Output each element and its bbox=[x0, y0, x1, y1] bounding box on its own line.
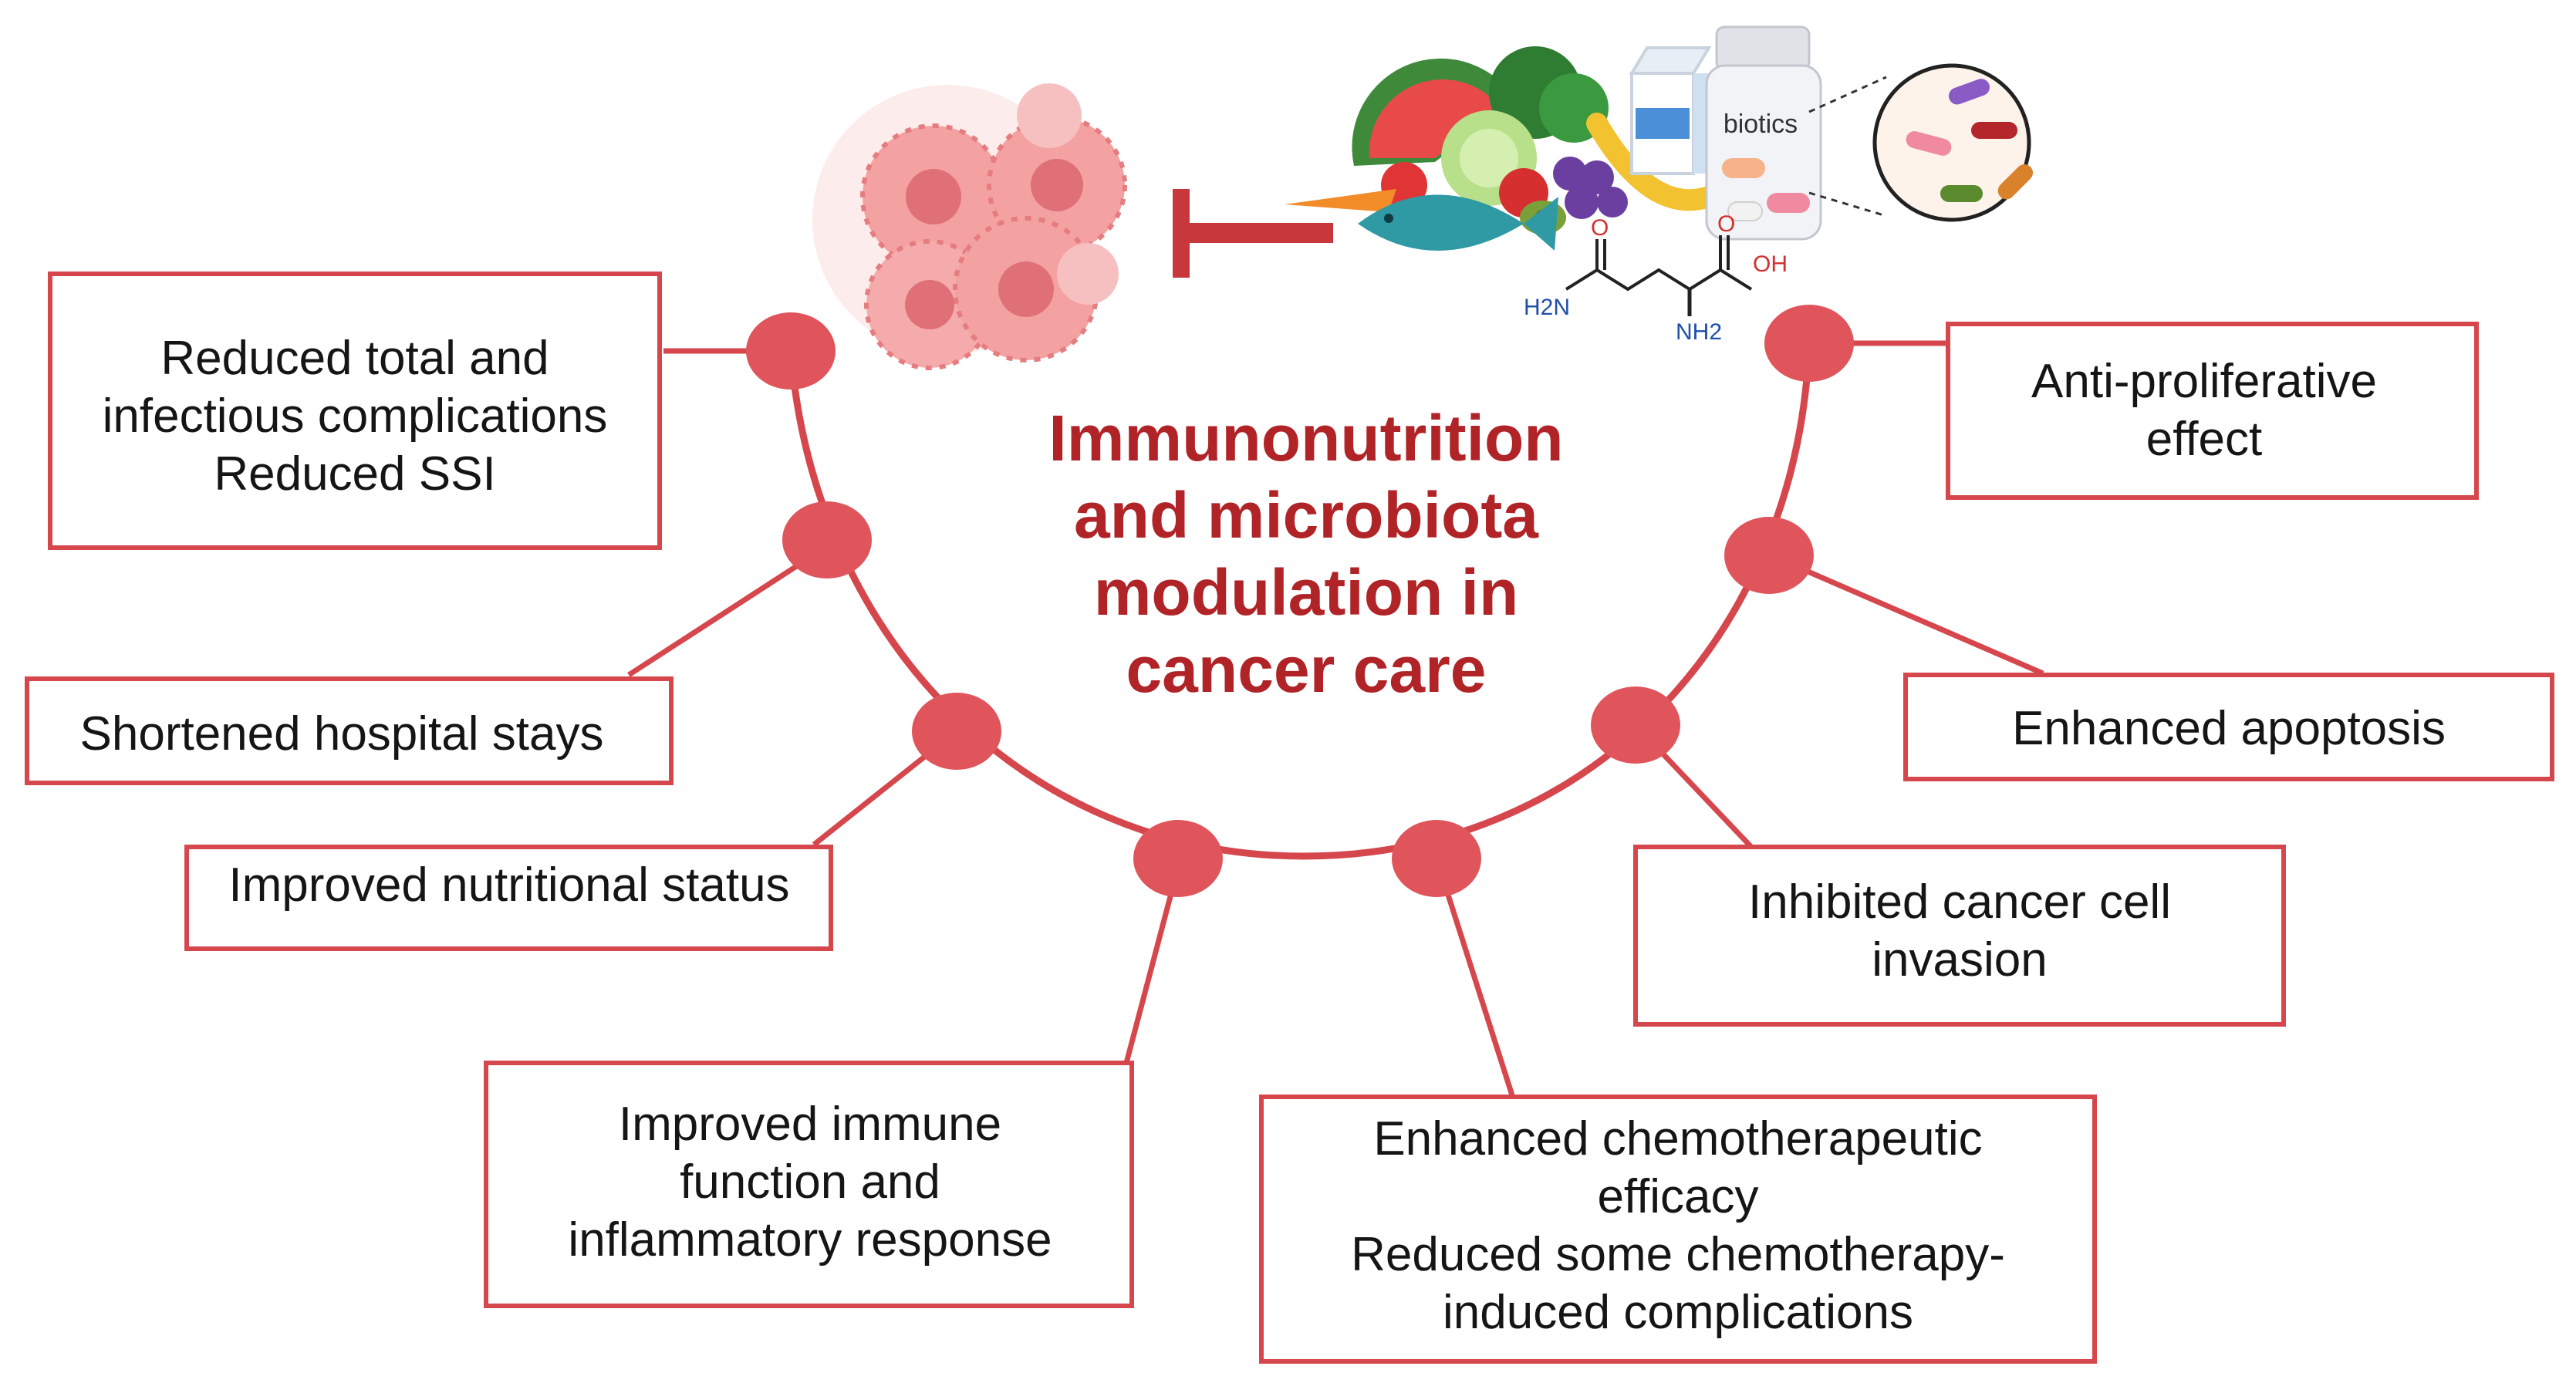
nutrition-line-1: Improved nutritional status bbox=[228, 858, 789, 912]
chemo-line-1: Enhanced chemotherapeutic bbox=[1373, 1112, 1982, 1165]
chemo-line-2: efficacy bbox=[1597, 1170, 1758, 1223]
food-icon bbox=[1285, 46, 1720, 251]
node-immune bbox=[1133, 820, 1223, 897]
complications-line-1: Reduced total and bbox=[160, 332, 549, 385]
node-nutrition bbox=[912, 693, 1001, 770]
immune-line-3: inflammatory response bbox=[568, 1213, 1052, 1267]
node-apoptosis bbox=[1724, 517, 1814, 594]
invasion-line-1: Inhibited cancer cell bbox=[1748, 875, 2171, 929]
complications-line-3: Reduced SSI bbox=[214, 447, 495, 501]
center-title: Immunonutrition and microbiota modulatio… bbox=[1048, 402, 1563, 706]
complications-line-2: infectious complications bbox=[103, 390, 608, 443]
antiprolif-line-2: effect bbox=[2146, 413, 2263, 466]
connector-apoptosis bbox=[1769, 552, 2044, 676]
probiotic-bottle-icon: biotics bbox=[1705, 25, 1822, 241]
hospital-line-1: Shortened hospital stays bbox=[80, 707, 604, 761]
central-arc bbox=[787, 342, 1813, 860]
chemo-line-3: Reduced some chemotherapy- bbox=[1351, 1228, 2005, 1281]
molecule-nh2: NH2 bbox=[1676, 319, 1722, 345]
arc-nodes bbox=[746, 305, 1854, 897]
molecule-oh: OH bbox=[1753, 251, 1788, 277]
molecule-o1: O bbox=[1591, 215, 1609, 241]
chemo-line-4: induced complications bbox=[1443, 1286, 1913, 1339]
node-antiprolif bbox=[1764, 305, 1854, 382]
connector-chemo bbox=[1433, 857, 1515, 1097]
arc-curve bbox=[787, 342, 1813, 860]
bacteria-magnifier-icon bbox=[1808, 63, 2034, 222]
molecule-h2n: H2N bbox=[1524, 295, 1570, 320]
node-invasion bbox=[1591, 686, 1680, 764]
box-nutrition: Improved nutritional status bbox=[184, 845, 833, 951]
invasion-line-2: invasion bbox=[1872, 933, 2047, 987]
node-hospital bbox=[782, 501, 872, 578]
bottle-label: biotics bbox=[1724, 110, 1798, 139]
box-immune: Improved immune function and inflammator… bbox=[484, 1061, 1134, 1308]
title-line-1: Immunonutrition bbox=[1048, 402, 1563, 474]
node-chemo bbox=[1392, 820, 1481, 897]
molecule-o2: O bbox=[1717, 211, 1735, 237]
glutamine-molecule-icon: O O OH H2N NH2 bbox=[1524, 211, 1788, 345]
box-apoptosis: Enhanced apoptosis bbox=[1903, 673, 2554, 781]
box-hospital: Shortened hospital stays bbox=[25, 676, 674, 785]
title-line-2: and microbiota bbox=[1074, 479, 1539, 552]
apoptosis-line-1: Enhanced apoptosis bbox=[2012, 702, 2446, 755]
immune-line-2: function and bbox=[680, 1155, 940, 1209]
inhibition-icon bbox=[1173, 189, 1333, 278]
box-antiprolif: Anti-proliferative effect bbox=[1946, 322, 2479, 500]
node-complications bbox=[746, 312, 836, 390]
title-line-4: cancer care bbox=[1126, 633, 1486, 706]
box-invasion: Inhibited cancer cell invasion bbox=[1633, 845, 2286, 1027]
box-complications: Reduced total and infectious complicatio… bbox=[48, 272, 662, 550]
cancer-cells-icon bbox=[812, 83, 1127, 370]
milk-carton-icon bbox=[1629, 46, 1713, 175]
immune-line-1: Improved immune bbox=[619, 1098, 1001, 1151]
box-chemo: Enhanced chemotherapeutic efficacy Reduc… bbox=[1259, 1095, 2097, 1364]
antiprolif-line-1: Anti-proliferative bbox=[2031, 355, 2377, 408]
title-line-3: modulation in bbox=[1094, 556, 1519, 629]
